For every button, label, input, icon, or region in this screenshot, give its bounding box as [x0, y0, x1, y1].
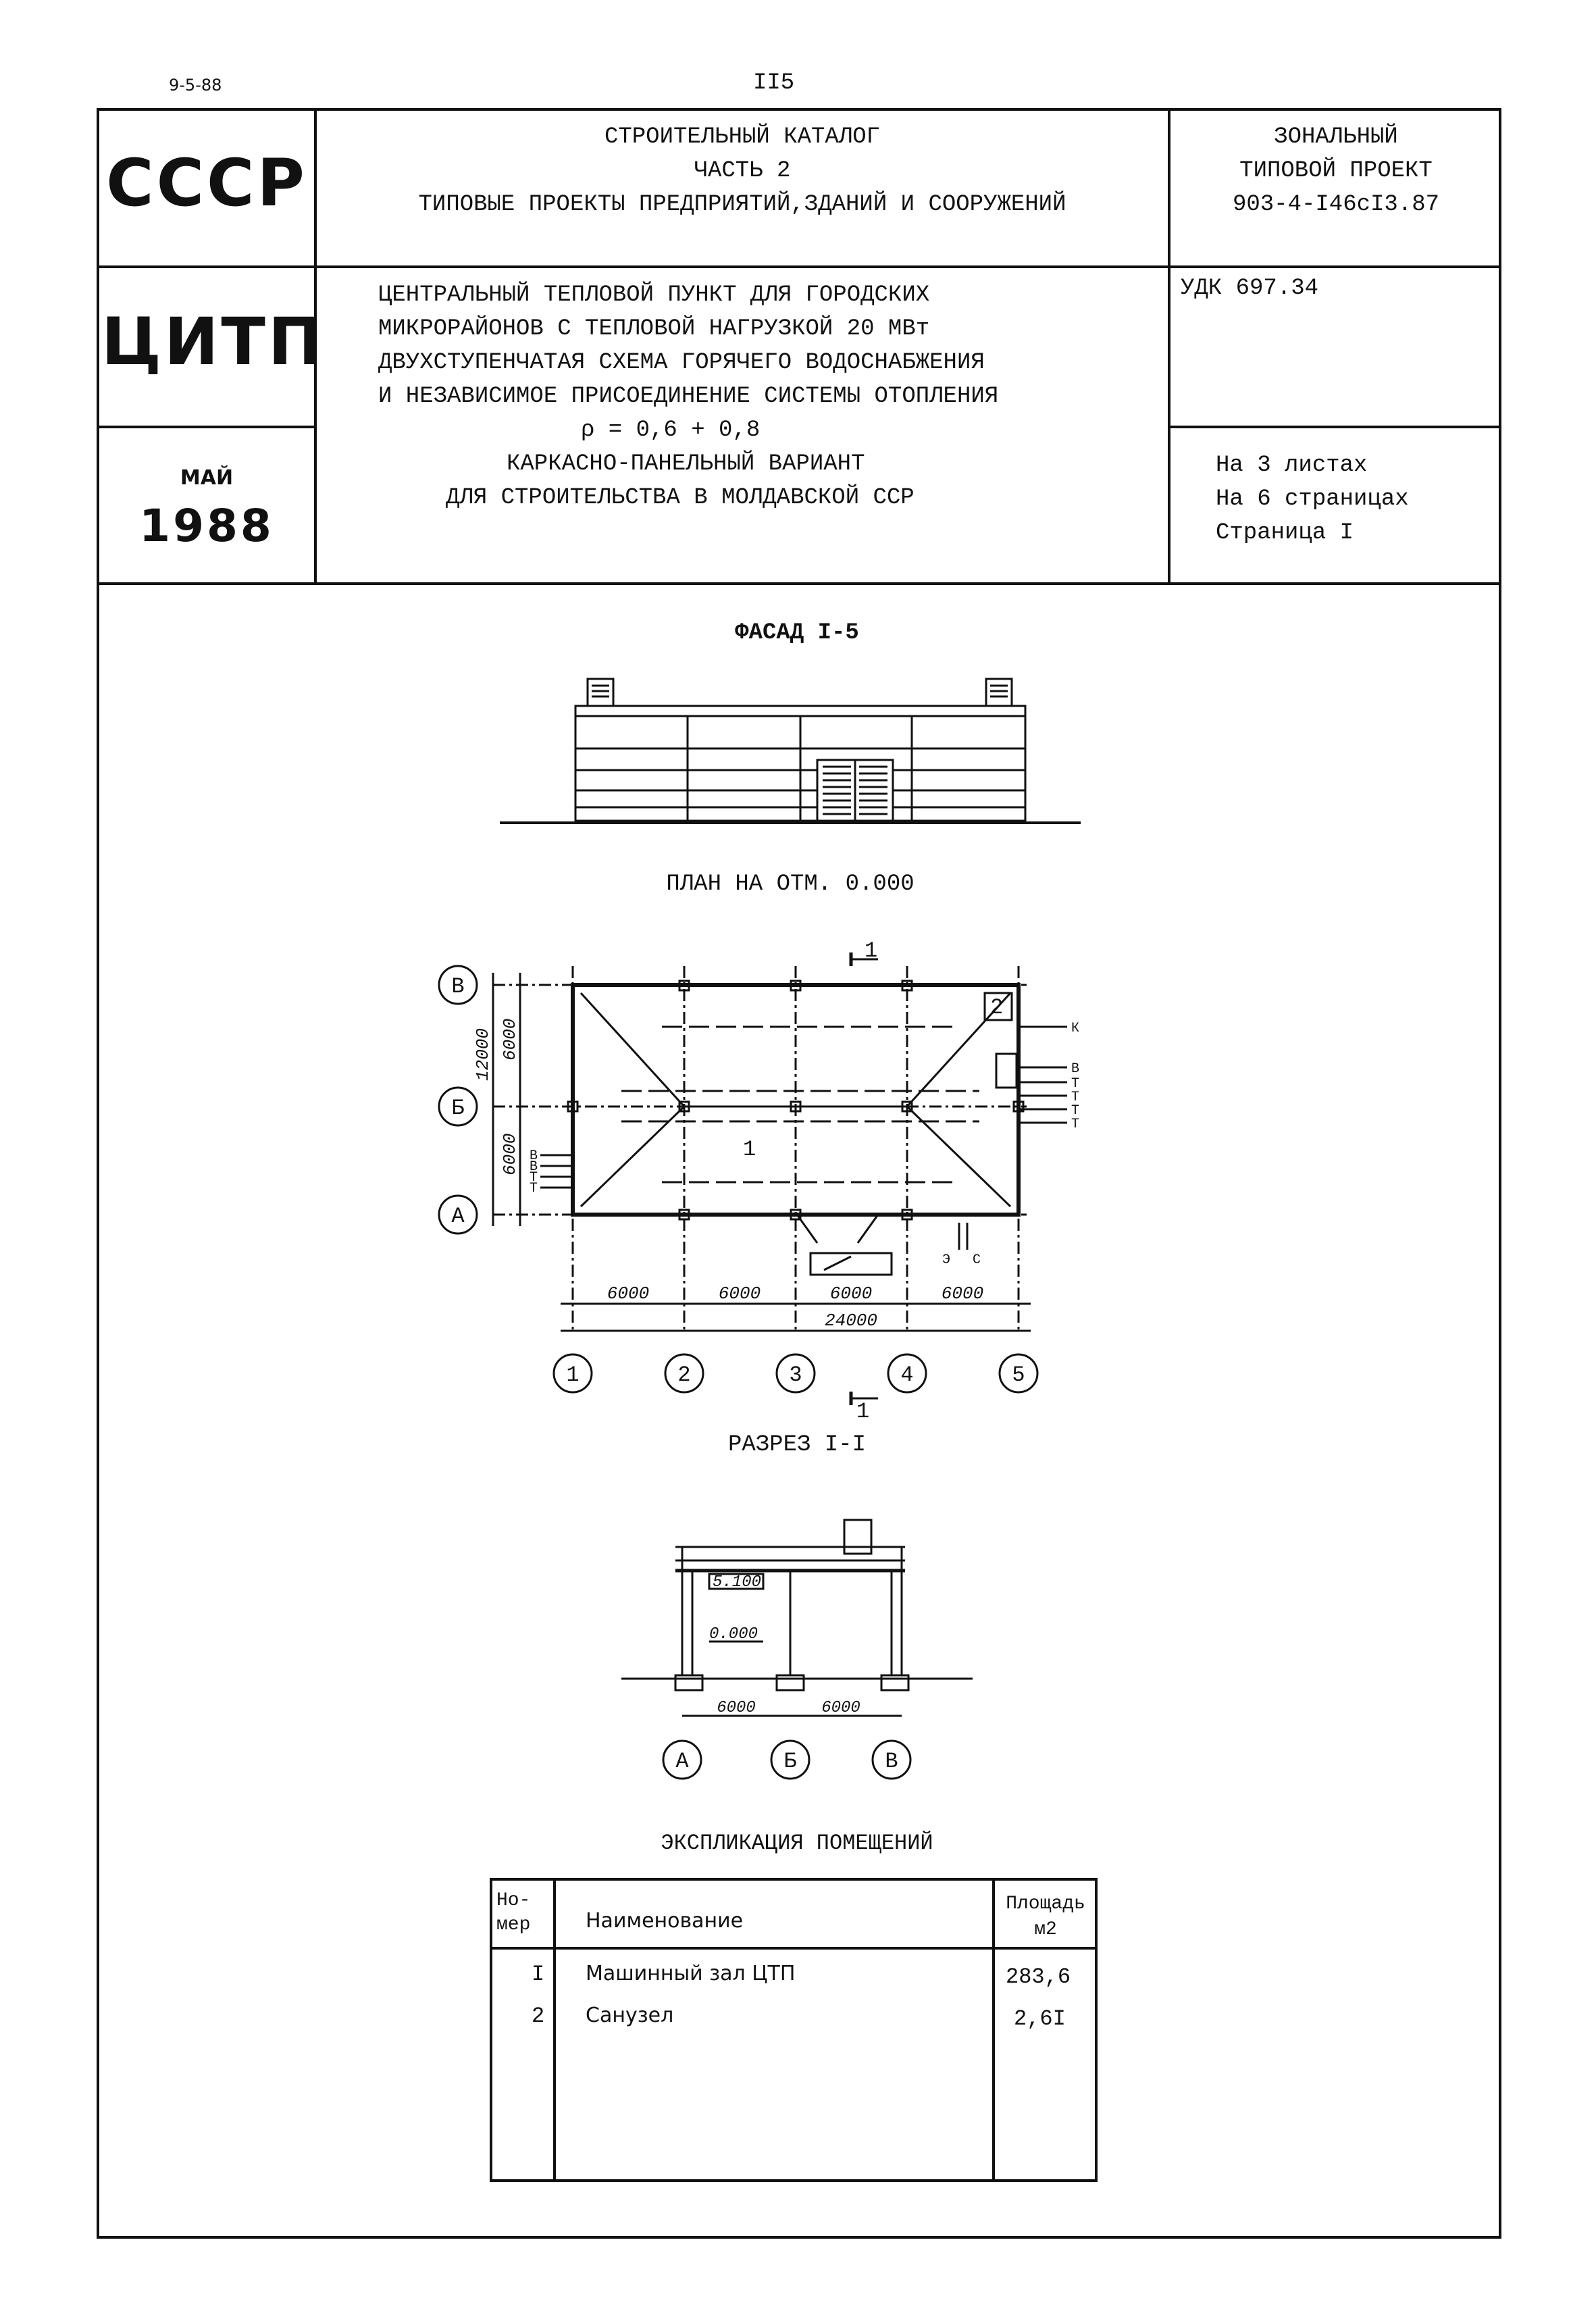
- title-line: КАРКАСНО-ПАНЕЛЬНЫЙ ВАРИАНТ: [507, 451, 865, 477]
- row-area: 2,6I: [1014, 2006, 1066, 2031]
- dimension-total: 24000: [825, 1311, 877, 1331]
- sheets-line: На 6 страницах: [1216, 486, 1409, 512]
- section-drawing: 5.100 0.000 6000 6000 А Б В: [621, 1519, 973, 1780]
- title-line: ρ = 0,6 + 0,8: [581, 417, 761, 443]
- table-row: I Машинный зал ЦТП 283,6: [492, 1962, 1095, 1996]
- header-text: мер: [496, 1914, 531, 1935]
- sheets-line: На 3 листах: [1216, 453, 1368, 478]
- title-line: И НЕЗАВИСИМОЕ ПРИСОЕДИНЕНИЕ СИСТЕМЫ ОТОП…: [378, 384, 999, 409]
- axis-label: В: [885, 1749, 898, 1774]
- axis-label-row: Б: [451, 1096, 464, 1121]
- dimension-label: 6000: [719, 1283, 761, 1304]
- divider: [97, 582, 1501, 585]
- project-line: 903-4-I46сI3.87: [1232, 192, 1440, 218]
- catalog-line: СТРОИТЕЛЬНЫЙ КАТАЛОГ: [604, 124, 881, 150]
- room-label: 2: [990, 995, 1003, 1020]
- axis-label-col: 5: [1012, 1363, 1025, 1388]
- project-line: ЗОНАЛЬНЫЙ: [1274, 124, 1398, 150]
- facade-drawing: [500, 678, 1081, 824]
- dimension-label: 6000: [717, 1699, 756, 1717]
- pipe-label: В: [530, 1148, 538, 1164]
- explication-table: Но- мер Наименование Площадь м2 I Машинн…: [490, 1878, 1098, 2182]
- project-title: ЦЕНТРАЛЬНЫЙ ТЕПЛОВОЙ ПУНКТ ДЛЯ ГОРОДСКИХ…: [378, 278, 1162, 515]
- citp-label: ЦИТП: [101, 304, 326, 380]
- section-title: РАЗРЕЗ I-I: [727, 1432, 867, 1458]
- page-frame: [97, 108, 1501, 2239]
- year-label: 1988: [139, 500, 274, 552]
- pipe-label: С: [973, 1252, 981, 1268]
- axis-label-row: А: [451, 1204, 465, 1229]
- divider: [553, 1881, 556, 2179]
- pipe-label: К: [1071, 1021, 1079, 1036]
- header-name: Наименование: [586, 1909, 744, 1933]
- sheets-line: Страница I: [1216, 520, 1354, 546]
- facade-title: ФАСАД I-5: [735, 620, 859, 646]
- divider: [314, 108, 317, 584]
- level-mark: 0.000: [709, 1625, 758, 1644]
- dimension-total: 12000: [473, 1028, 493, 1081]
- catalog-line: ТИПОВЫЕ ПРОЕКТЫ ПРЕДПРИЯТИЙ,ЗДАНИЙ И СОО…: [418, 192, 1066, 218]
- level-mark: 5.100: [713, 1573, 761, 1592]
- dimension-label: 6000: [830, 1283, 872, 1304]
- document-code: 9-5-88: [169, 76, 222, 95]
- row-name: Санузел: [586, 2004, 674, 2027]
- axis-label-row: В: [451, 974, 464, 999]
- project-line: ТИПОВОЙ ПРОЕКТ: [1239, 158, 1433, 184]
- project-code-block: ЗОНАЛЬНЫЙ ТИПОВОЙ ПРОЕКТ 903-4-I46сI3.87: [1170, 120, 1501, 222]
- dimension-label: 6000: [500, 1019, 520, 1061]
- pipe-label: Э: [942, 1252, 950, 1268]
- dimension-label: 6000: [821, 1699, 860, 1717]
- row-number: I: [532, 1962, 545, 1987]
- header-text: м2: [1034, 1919, 1057, 1940]
- dimension-label: 6000: [607, 1283, 649, 1304]
- dimension-label: 6000: [500, 1134, 520, 1175]
- title-line: ДЛЯ СТРОИТЕЛЬСТВА В МОЛДАВСКОЙ ССР: [446, 485, 915, 511]
- divider: [1168, 426, 1501, 428]
- dimension-label: 6000: [942, 1283, 983, 1304]
- row-number: 2: [532, 2004, 545, 2029]
- axis-label-col: 3: [789, 1363, 802, 1388]
- axis-label-col: 1: [566, 1363, 579, 1388]
- axis-label-col: 4: [900, 1363, 913, 1388]
- axis-label: Б: [783, 1749, 796, 1774]
- sheets-info: На 3 листах На 6 страницах Страница I: [1216, 449, 1409, 550]
- room-label: 1: [743, 1137, 756, 1162]
- row-area: 283,6: [1006, 1964, 1071, 1989]
- axis-label: А: [675, 1749, 689, 1774]
- plan-title: ПЛАН НА ОТМ. 0.000: [666, 871, 915, 897]
- explication-title: ЭКСПЛИКАЦИЯ ПОМЕЩЕНИЙ: [661, 1831, 933, 1856]
- title-line: МИКРОРАЙОНОВ С ТЕПЛОВОЙ НАГРУЗКОЙ 20 МВт: [378, 316, 930, 342]
- divider: [992, 1881, 995, 2179]
- section-mark: 1: [865, 938, 877, 963]
- axis-label-col: 2: [677, 1363, 690, 1388]
- title-line: ДВУХСТУПЕНЧАТАЯ СХЕМА ГОРЯЧЕГО ВОДОСНАБЖ…: [378, 350, 985, 376]
- catalog-line: ЧАСТЬ 2: [694, 158, 791, 184]
- section-mark: 1: [856, 1399, 869, 1424]
- header-text: Площадь: [1006, 1893, 1085, 1914]
- page-number: II5: [753, 70, 795, 96]
- divider: [1168, 108, 1170, 584]
- pipe-label: В: [530, 1159, 538, 1175]
- catalog-title: СТРОИТЕЛЬНЫЙ КАТАЛОГ ЧАСТЬ 2 ТИПОВЫЕ ПРО…: [317, 120, 1168, 222]
- header-number: Но- мер: [496, 1889, 530, 1937]
- row-name: Машинный зал ЦТП: [586, 1962, 796, 1985]
- pipe-label: Т: [1071, 1090, 1079, 1105]
- title-line: ЦЕНТРАЛЬНЫЙ ТЕПЛОВОЙ ПУНКТ ДЛЯ ГОРОДСКИХ: [378, 282, 930, 308]
- pipe-label: Т: [1071, 1103, 1079, 1119]
- divider: [97, 426, 314, 428]
- header-text: Но-: [496, 1890, 531, 1911]
- divider: [97, 265, 1501, 268]
- divider: [492, 1947, 1095, 1950]
- ussr-label: СССР: [106, 145, 307, 221]
- pipe-label: Т: [1071, 1076, 1079, 1092]
- month-label: МАЙ: [180, 466, 234, 490]
- pipe-label: Т: [530, 1181, 538, 1196]
- pipe-label: Т: [1071, 1117, 1079, 1132]
- pipe-label: В: [1071, 1061, 1079, 1077]
- plan-drawing: В Б А 1 2 3 4 5 6000 6000 6000 6000 2400…: [438, 938, 1079, 1424]
- udk-code: УДК 697.34: [1181, 276, 1319, 301]
- header-area: Площадь м2: [995, 1891, 1096, 1943]
- table-row: 2 Санузел 2,6I: [492, 2004, 1095, 2037]
- pipe-label: Т: [530, 1170, 538, 1186]
